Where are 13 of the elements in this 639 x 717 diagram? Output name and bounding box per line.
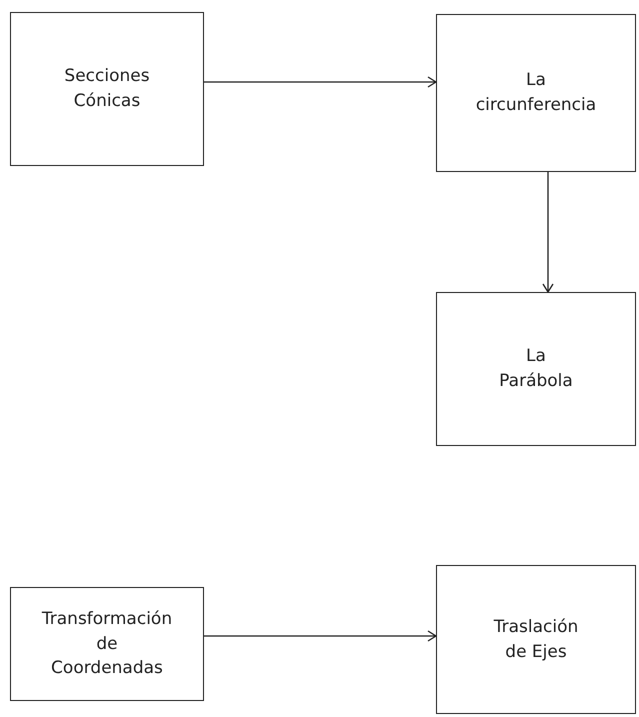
- box-label: Traslación de Ejes: [492, 616, 580, 664]
- box-label: Transformación de Coordenadas: [42, 608, 172, 680]
- process-box: [436, 14, 636, 172]
- process-box: [436, 565, 636, 714]
- arrow: [204, 76, 437, 88]
- box-label: La Parábola: [498, 345, 574, 393]
- process-box: [10, 587, 204, 701]
- box-label: La circunferencia: [476, 69, 596, 117]
- arrow: [542, 172, 554, 293]
- process-box: [436, 292, 636, 446]
- arrow: [204, 630, 437, 642]
- process-box: [10, 12, 204, 166]
- box-label: Secciones Cónicas: [63, 65, 151, 113]
